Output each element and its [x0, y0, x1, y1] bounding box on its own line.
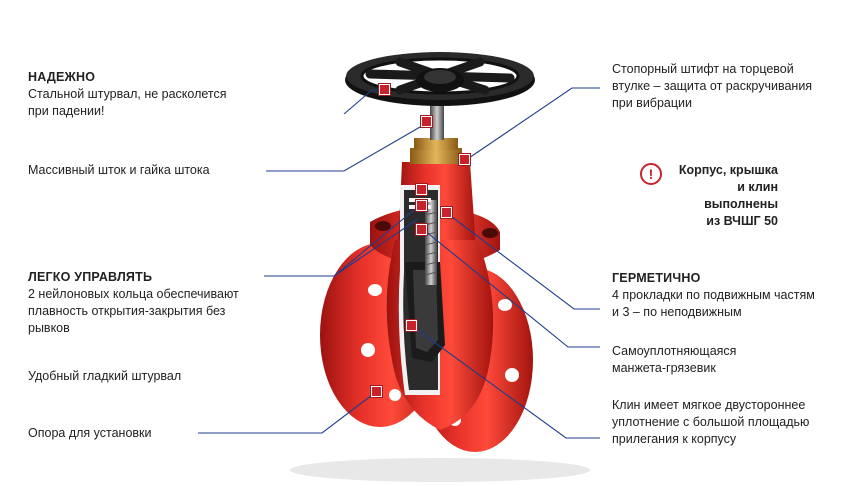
- leader-stem: [266, 126, 421, 172]
- marker-stem: [421, 116, 432, 127]
- callout-easy: ЛЕГКО УПРАВЛЯТЬ 2 нейлоновых кольца обес…: [28, 269, 288, 337]
- callout-reliable-heading: НАДЕЖНО: [28, 70, 96, 84]
- callout-sealed-heading: ГЕРМЕТИЧНО: [612, 271, 701, 285]
- marker-pin: [459, 154, 470, 165]
- material-note-line3: из ВЧШГ 50: [706, 214, 778, 228]
- material-note-line2: и клин выполнены: [704, 180, 778, 211]
- callout-easy-line3: рывков: [28, 321, 70, 335]
- callout-cuff-line1: Самоуплотняющаяся: [612, 344, 737, 358]
- callout-cuff-line2: манжета-грязевик: [612, 361, 716, 375]
- callout-pin-line3: при вибрации: [612, 96, 692, 110]
- callout-sealed-line1: 4 прокладки по подвижным частям: [612, 288, 815, 302]
- callout-wedge-line1: Клин имеет мягкое двустороннее: [612, 398, 806, 412]
- material-note-line1: Корпус, крышка: [678, 163, 778, 177]
- callout-reliable-line2: при падении!: [28, 104, 105, 118]
- marker-ring-2: [441, 207, 452, 218]
- callout-pin: Стопорный штифт на торцевой втулке – защ…: [612, 61, 852, 112]
- material-note: Корпус, крышка и клин выполнены из ВЧШГ …: [668, 162, 778, 230]
- valve-shadow: [290, 458, 590, 482]
- marker-ring-1: [416, 200, 427, 211]
- callout-wedge-line3: прилегания к корпусу: [612, 432, 737, 446]
- marker-support: [371, 386, 382, 397]
- leader-sealed: [447, 213, 600, 310]
- callout-wedge: Клин имеет мягкое двустороннее уплотнени…: [612, 397, 852, 448]
- marker-wedge: [406, 320, 417, 331]
- callout-reliable: НАДЕЖНО Стальной штурвал, не расколется …: [28, 69, 288, 120]
- callout-sealed: ГЕРМЕТИЧНО 4 прокладки по подвижным част…: [612, 270, 852, 321]
- handwheel: [345, 52, 535, 106]
- callout-easy-line2: плавность открытия-закрытия без: [28, 304, 226, 318]
- callout-easy-line1: 2 нейлоновых кольца обеспечивают: [28, 287, 239, 301]
- leader-wedge: [411, 325, 600, 439]
- leader-cuff: [423, 229, 600, 348]
- callout-support: Опора для установки: [28, 426, 152, 440]
- callout-reliable-line1: Стальной штурвал, не расколется: [28, 87, 227, 101]
- callout-wedge-line2: уплотнение с большой площадью: [612, 415, 810, 429]
- callout-easy-heading: ЛЕГКО УПРАВЛЯТЬ: [28, 270, 153, 284]
- leader-lines: [198, 87, 600, 439]
- leader-support: [198, 391, 377, 434]
- callout-sealed-line2: и 3 – по неподвижным: [612, 305, 742, 319]
- leader-easy-2: [333, 218, 419, 277]
- marker-handwheel: [379, 84, 390, 95]
- callout-handwheel: Удобный гладкий штурвал: [28, 369, 182, 383]
- leader-pin: [465, 87, 600, 161]
- marker-seal: [416, 224, 427, 235]
- callout-cuff: Самоуплотняющаяся манжета-грязевик: [612, 343, 852, 377]
- callout-stem: Массивный шток и гайка штока: [28, 163, 210, 177]
- marker-nut: [416, 184, 427, 195]
- callout-pin-line1: Стопорный штифт на торцевой: [612, 62, 794, 76]
- stem: [430, 100, 444, 140]
- callout-pin-line2: втулке – защита от раскручивания: [612, 79, 813, 93]
- stem-nut: [410, 138, 462, 164]
- exclamation-icon: !: [640, 163, 662, 185]
